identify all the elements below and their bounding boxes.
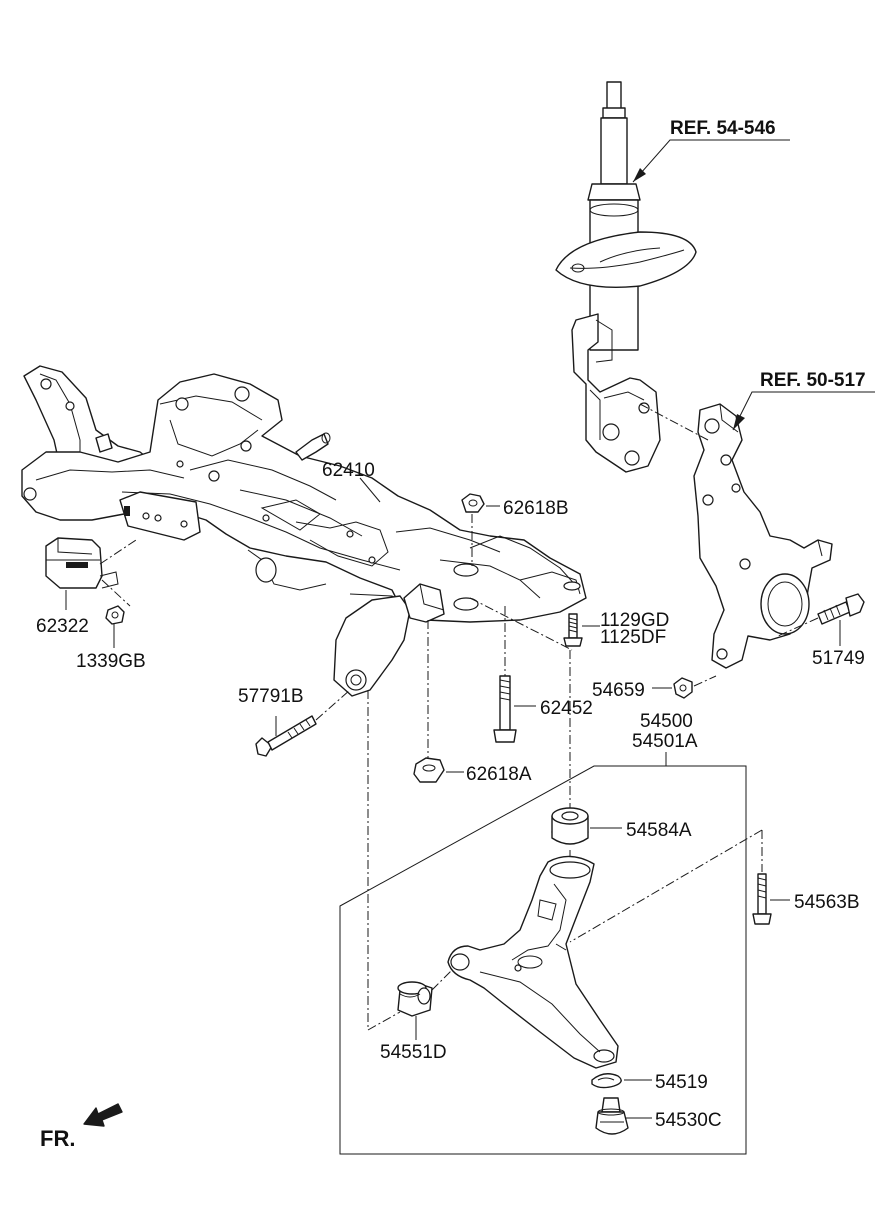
- front-direction-label: FR.: [40, 1126, 75, 1151]
- label-62410[interactable]: 62410: [322, 460, 375, 481]
- dash-54551d: [431, 969, 453, 991]
- ref-knuckle-label[interactable]: REF. 50-517: [760, 370, 866, 391]
- ref-knuckle-leader: [732, 391, 875, 431]
- dash-62322: [99, 539, 137, 565]
- steering-knuckle[interactable]: [693, 403, 833, 669]
- circlip-54519[interactable]: [591, 1073, 622, 1089]
- front-arrow-icon: [83, 1103, 123, 1127]
- dash-1129gd: [469, 597, 573, 651]
- assembly-box-54500: [339, 765, 747, 1155]
- strut-assembly[interactable]: [555, 81, 697, 473]
- label-54519[interactable]: 54519: [655, 1072, 708, 1093]
- dash-54551d-v: [367, 690, 401, 1031]
- leader-62410: [359, 477, 381, 503]
- dash-54659: [693, 675, 717, 687]
- label-1339gb[interactable]: 1339GB: [76, 651, 146, 672]
- ref-strut-leader: [632, 139, 790, 183]
- bolt-1129gd[interactable]: [563, 613, 583, 647]
- dash-57791b: [315, 689, 351, 721]
- dash-1339gb: [101, 579, 131, 607]
- label-62452[interactable]: 62452: [540, 698, 593, 719]
- label-54501a[interactable]: 54501A: [632, 731, 698, 752]
- ball-joint-54530c[interactable]: [595, 1097, 629, 1135]
- label-62618b[interactable]: 62618B: [503, 498, 569, 519]
- label-54563b[interactable]: 54563B: [794, 892, 860, 913]
- ref-strut-label[interactable]: REF. 54-546: [670, 118, 776, 139]
- label-62322[interactable]: 62322: [36, 616, 89, 637]
- label-54551d[interactable]: 54551D: [380, 1042, 447, 1063]
- dash-54563b: [569, 829, 763, 943]
- mount-62322[interactable]: [45, 537, 119, 589]
- label-1129gd[interactable]: 1129GD: [600, 610, 669, 631]
- nut-1339gb[interactable]: [105, 605, 125, 625]
- bushing-54551d[interactable]: [397, 981, 433, 1017]
- bolt-57791b[interactable]: [255, 715, 317, 757]
- label-51749[interactable]: 51749: [812, 648, 865, 669]
- bushing-54584a[interactable]: [551, 807, 589, 845]
- nut-62618a[interactable]: [413, 757, 445, 783]
- crossmember[interactable]: [21, 365, 587, 697]
- nut-62618b[interactable]: [461, 493, 485, 513]
- label-1125df[interactable]: 1125DF: [600, 627, 666, 648]
- lower-control-arm[interactable]: [447, 855, 619, 1069]
- label-54584a[interactable]: 54584A: [626, 820, 692, 841]
- label-62618a[interactable]: 62618A: [466, 764, 532, 785]
- label-54659[interactable]: 54659: [592, 680, 645, 701]
- label-54500[interactable]: 54500: [640, 711, 693, 732]
- label-57791b[interactable]: 57791B: [238, 686, 304, 707]
- bolt-54563b[interactable]: [752, 873, 772, 925]
- bolt-51749[interactable]: [817, 593, 865, 625]
- nut-54659[interactable]: [673, 677, 693, 699]
- label-54530c[interactable]: 54530C: [655, 1110, 722, 1131]
- bolt-62452[interactable]: [493, 675, 517, 743]
- dash-51749: [777, 617, 819, 637]
